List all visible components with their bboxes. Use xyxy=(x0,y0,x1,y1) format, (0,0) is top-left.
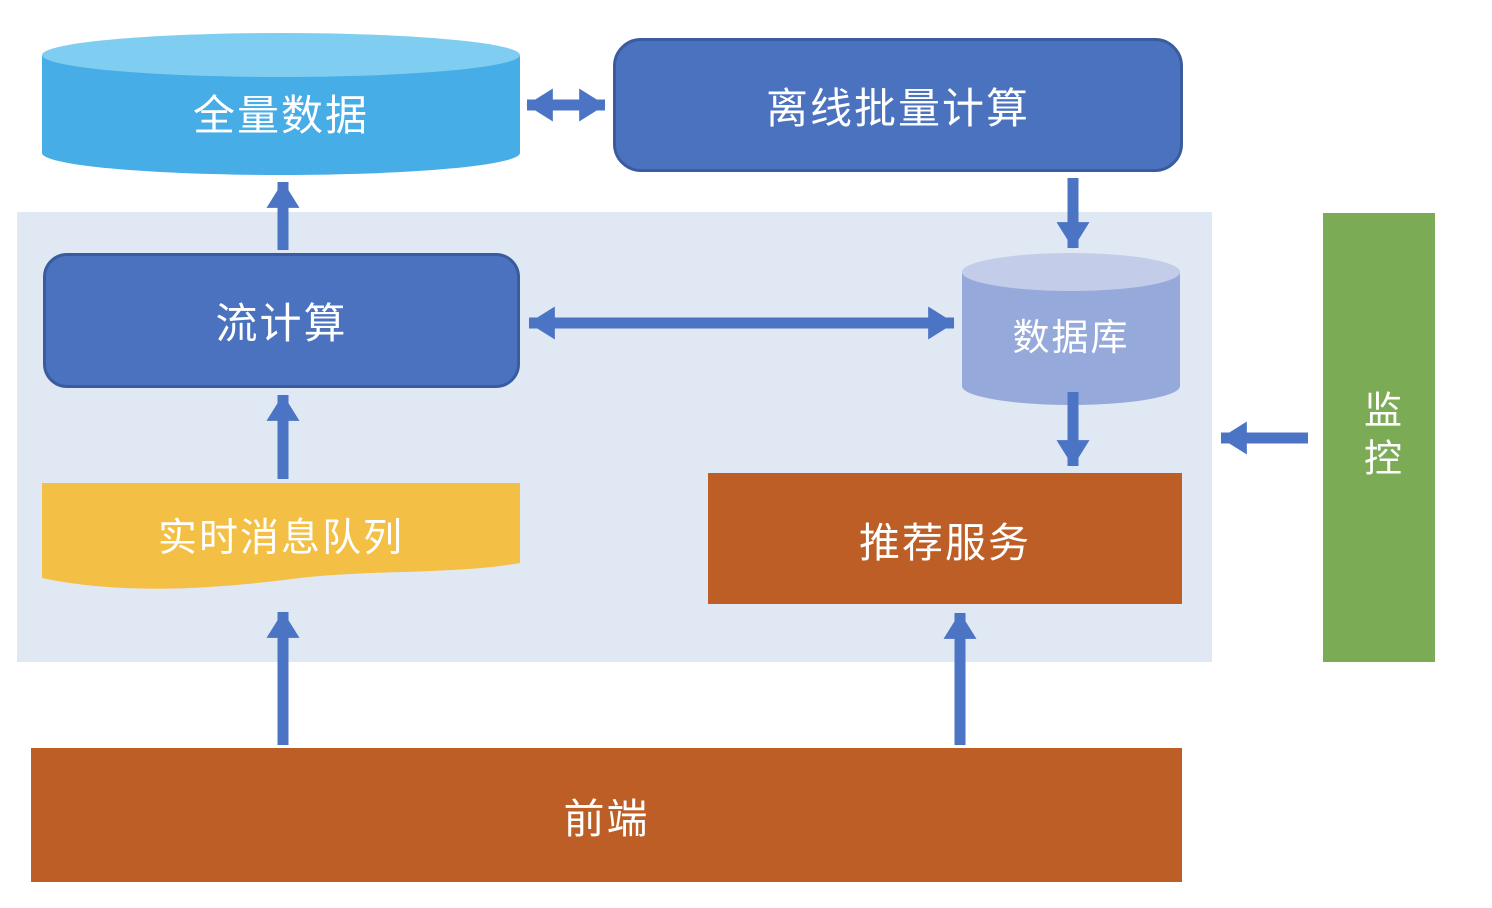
node-realtime-mq-label: 实时消息队列 xyxy=(157,517,404,560)
node-frontend: 前端 xyxy=(31,748,1182,882)
node-monitor-label: 监控 xyxy=(1357,389,1400,486)
node-frontend-label: 前端 xyxy=(563,796,650,842)
cylinder-shape xyxy=(962,253,1180,405)
node-stream: 流计算 xyxy=(43,253,520,388)
node-recommend-label: 推荐服务 xyxy=(859,519,1031,566)
node-full-data-label: 全量数据 xyxy=(192,91,369,139)
node-database-label: 数据库 xyxy=(1012,317,1130,358)
node-offline-batch: 离线批量计算 xyxy=(613,38,1183,172)
node-offline-batch-label: 离线批量计算 xyxy=(765,84,1030,132)
node-realtime-mq: 实时消息队列 xyxy=(42,483,520,605)
node-recommend: 推荐服务 xyxy=(708,473,1182,604)
cylinder-shape xyxy=(42,33,520,175)
node-monitor: 监控 xyxy=(1323,213,1435,662)
node-database: 数据库 xyxy=(962,253,1180,405)
node-stream-label: 流计算 xyxy=(215,300,348,347)
node-full-data: 全量数据 xyxy=(42,33,520,175)
wave-shape xyxy=(42,483,520,589)
